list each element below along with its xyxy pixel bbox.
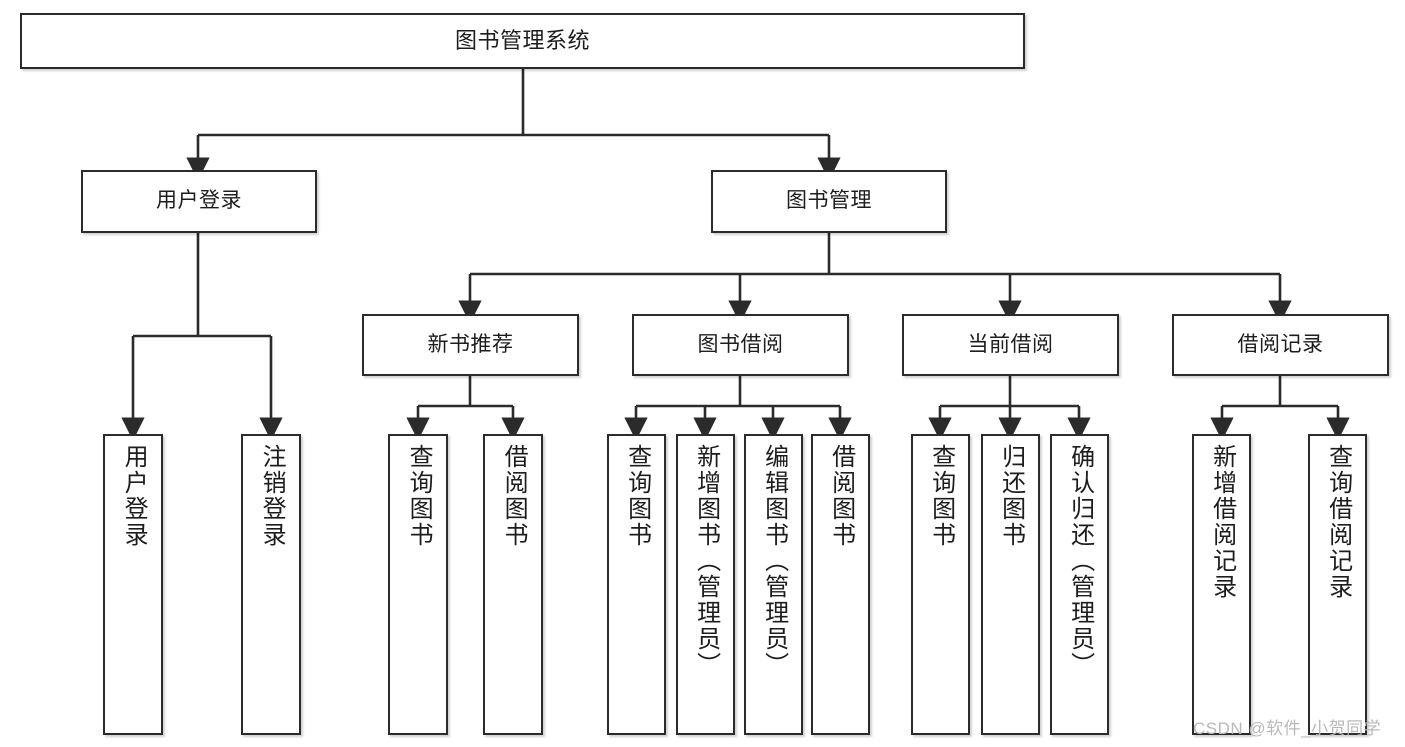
leaf-edit-book[interactable]: 编辑图书（管理员） (744, 434, 803, 735)
node-root[interactable]: 图书管理系统 (20, 13, 1025, 69)
node-book-borrow[interactable]: 图书借阅 (632, 314, 849, 376)
leaf-borrow-book-2[interactable]: 借阅图书 (811, 434, 870, 735)
node-book-management[interactable]: 图书管理 (711, 170, 947, 233)
leaf-confirm-return[interactable]: 确认归还（管理员） (1050, 434, 1109, 735)
leaf-add-book-label: 新增图书（管理员） (692, 444, 720, 678)
leaf-query-book-1[interactable]: 查询图书 (388, 434, 448, 735)
leaf-edit-book-label: 编辑图书（管理员） (760, 444, 788, 678)
node-new-book-recommend[interactable]: 新书推荐 (362, 314, 579, 376)
node-borrow-record-label: 借阅记录 (1237, 332, 1324, 356)
node-book-borrow-label: 图书借阅 (697, 332, 784, 356)
leaf-return-book[interactable]: 归还图书 (981, 434, 1040, 735)
node-current-borrow-label: 当前借阅 (967, 332, 1054, 356)
leaf-return-book-label: 归还图书 (997, 444, 1025, 548)
leaf-query-book-2-label: 查询图书 (623, 444, 651, 548)
watermark-text: CSDN @软件_小贺同学 (1193, 719, 1382, 738)
node-book-management-label: 图书管理 (786, 189, 872, 213)
leaf-add-record[interactable]: 新增借阅记录 (1192, 434, 1251, 735)
leaf-query-record-label: 查询借阅记录 (1324, 444, 1352, 600)
leaf-user-login-label: 用户登录 (120, 444, 148, 548)
leaf-borrow-book-2-label: 借阅图书 (827, 444, 855, 548)
leaf-query-book-3[interactable]: 查询图书 (911, 434, 970, 735)
leaf-add-book[interactable]: 新增图书（管理员） (676, 434, 735, 735)
leaf-logout-login-label: 注销登录 (258, 444, 286, 548)
leaf-query-record[interactable]: 查询借阅记录 (1308, 434, 1367, 735)
leaf-confirm-return-label: 确认归还（管理员） (1066, 444, 1094, 678)
node-root-label: 图书管理系统 (454, 28, 590, 54)
leaf-logout-login[interactable]: 注销登录 (241, 434, 301, 735)
leaf-borrow-book-1-label: 借阅图书 (500, 444, 528, 548)
leaf-query-book-2[interactable]: 查询图书 (607, 434, 666, 735)
node-current-borrow[interactable]: 当前借阅 (902, 314, 1119, 376)
leaf-query-book-1-label: 查询图书 (405, 444, 433, 548)
node-user-login[interactable]: 用户登录 (81, 170, 317, 233)
leaf-query-book-3-label: 查询图书 (927, 444, 955, 548)
leaf-add-record-label: 新增借阅记录 (1208, 444, 1236, 600)
node-new-book-recommend-label: 新书推荐 (427, 332, 514, 356)
leaf-borrow-book-1[interactable]: 借阅图书 (483, 434, 543, 735)
node-borrow-record[interactable]: 借阅记录 (1172, 314, 1389, 376)
leaf-user-login[interactable]: 用户登录 (103, 434, 163, 735)
node-user-login-label: 用户登录 (156, 189, 242, 213)
